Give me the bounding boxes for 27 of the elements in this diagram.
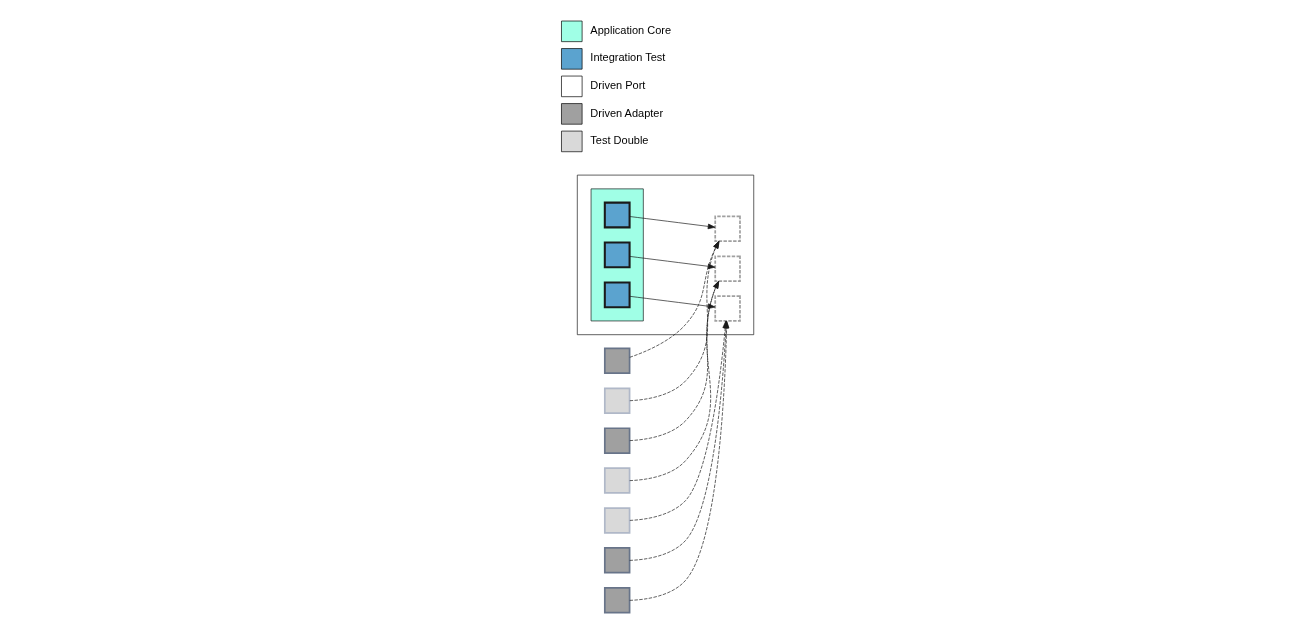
legend-label: Test Double (589, 134, 648, 147)
node-box (603, 387, 630, 414)
arrow (628, 280, 719, 481)
node-box (713, 255, 741, 282)
node-box (713, 295, 741, 322)
arrow (628, 241, 719, 402)
node-box (603, 347, 630, 375)
legend-label: Driven Adapter (589, 106, 663, 119)
arrow (628, 256, 715, 270)
legend-label: Application Core (589, 23, 671, 36)
node-box (603, 427, 630, 454)
arrow (628, 280, 719, 441)
node-box (603, 587, 630, 614)
node-box (603, 467, 630, 494)
cluster (590, 188, 644, 322)
node-box (603, 281, 631, 309)
node-box (603, 547, 630, 574)
node-box (603, 507, 630, 534)
legend-label: Integration Test (589, 51, 665, 64)
node-box (713, 215, 741, 242)
cluster (576, 174, 754, 336)
arrow (628, 240, 720, 358)
node-box (603, 201, 631, 229)
arrow (628, 216, 715, 230)
arrow (628, 295, 715, 309)
legend-label: Driven Port (589, 78, 645, 91)
node-box (603, 241, 631, 269)
